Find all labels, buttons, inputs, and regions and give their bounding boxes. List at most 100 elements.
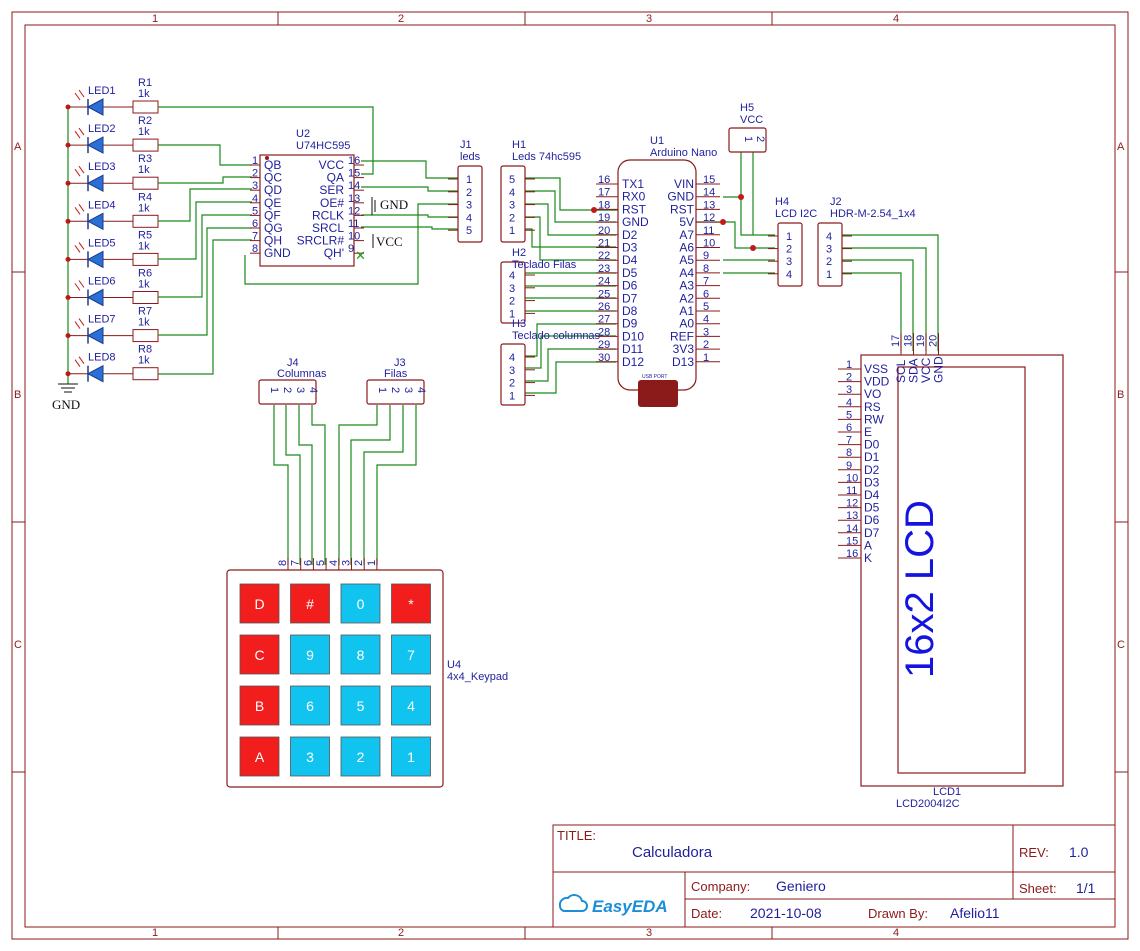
u2-pin-number: 13 — [348, 193, 360, 205]
resistor-value: 1k — [138, 202, 150, 214]
keypad-key[interactable]: 1 — [391, 736, 431, 777]
resistor-icon — [132, 367, 159, 381]
keypad-key[interactable]: 4 — [391, 685, 431, 726]
header-pin-number: 4 — [509, 270, 515, 282]
keypad-key[interactable]: 0 — [340, 583, 381, 624]
header-pin-number: 4 — [826, 231, 832, 243]
keypad-key[interactable]: 6 — [290, 685, 330, 726]
h5-name: VCC — [740, 114, 763, 126]
keypad-key[interactable]: C — [239, 634, 280, 675]
h1-ref: H1 — [512, 139, 526, 151]
resistor-icon — [132, 329, 159, 343]
resistor-value: 1k — [138, 126, 150, 138]
u1-ref: U1 — [650, 135, 664, 147]
j1-ref: J1 — [460, 139, 472, 151]
keypad-pin-number: 5 — [315, 560, 327, 566]
title-label: TITLE: — [557, 828, 596, 843]
lcd-pin-number: 19 — [915, 335, 927, 347]
lcd-pin-name: A — [864, 538, 872, 552]
u2-pin-number: 6 — [252, 218, 258, 230]
h4-name: LCD I2C — [775, 208, 817, 220]
lcd-pin-name: K — [864, 551, 872, 565]
lcd-pin-name: D2 — [864, 463, 880, 477]
svg-text:EasyEDA: EasyEDA — [592, 897, 668, 916]
u1-pin-name: VIN — [674, 177, 694, 191]
lcd-pin-number: 20 — [928, 335, 940, 347]
keypad-key[interactable]: A — [239, 736, 280, 777]
led-ref: LED5 — [88, 237, 116, 249]
lcd-pin-number: 17 — [890, 335, 902, 347]
easyeda-logo: EasyEDA — [558, 894, 668, 916]
lcd-pin-name: SDA — [907, 358, 921, 383]
company-label: Company: — [691, 879, 750, 894]
keypad-key[interactable]: * — [391, 583, 431, 624]
keypad-key[interactable]: B — [239, 685, 280, 726]
keypad-key[interactable]: 8 — [340, 634, 381, 675]
u1-pin-name: D5 — [622, 266, 638, 280]
h5-ref: H5 — [740, 102, 754, 114]
header-pin-number: 2 — [509, 296, 515, 308]
junctions — [591, 194, 756, 251]
resistor-ref: R2 — [138, 115, 152, 127]
u2-pin-number: 9 — [348, 243, 354, 255]
u2-pin-number: 5 — [252, 205, 258, 217]
keypad-name: 4x4_Keypad — [447, 671, 508, 683]
lcd-pin-name: GND — [932, 356, 946, 383]
u1-pin-name: D2 — [622, 228, 638, 242]
keypad-key[interactable]: # — [290, 583, 330, 624]
u1-pin-number: 4 — [703, 314, 709, 326]
lcd-pin-name: E — [864, 425, 872, 439]
lcd-pin-name: D1 — [864, 450, 880, 464]
u2-pin-name: OE# — [320, 196, 344, 210]
lcd-pin-number: 7 — [846, 435, 852, 447]
resistor-icon — [132, 252, 159, 266]
keypad-key[interactable]: 2 — [340, 736, 381, 777]
lcd-pin-name: D0 — [864, 438, 880, 452]
header-pin-number: 2 — [826, 256, 832, 268]
u2-pin-number: 7 — [252, 231, 258, 243]
lcd-pin-number: 1 — [846, 359, 852, 371]
usb-port-label: USB PORT — [642, 374, 667, 380]
u2-pin-name: QB — [264, 158, 281, 172]
resistor-value: 1k — [138, 317, 150, 329]
keypad-key[interactable]: 3 — [290, 736, 330, 777]
j1-name: leds — [460, 151, 481, 163]
u1-pin-name: D10 — [622, 329, 644, 343]
h1-name: Leds 74hc595 — [512, 151, 581, 163]
resistor-ref: R5 — [138, 229, 152, 241]
drawn-value: Afelio11 — [950, 905, 1000, 921]
lcd-pin-name: D4 — [864, 488, 880, 502]
gnd-label: GND — [52, 397, 80, 412]
header-pin-number: 3 — [786, 256, 792, 268]
title-block: TITLE: Calculadora REV: 1.0 Company: Gen… — [552, 824, 1116, 928]
lcd-pin-name: VCC — [919, 357, 933, 383]
resistor-value: 1k — [138, 164, 150, 176]
col-label: 3 — [646, 13, 652, 25]
header-pin-number: 1 — [376, 387, 388, 393]
u1-pin-name: TX1 — [622, 177, 644, 191]
header-pin-number: 3 — [466, 200, 472, 212]
u2-pin-number: 16 — [348, 155, 360, 167]
u1-pin-number: 3 — [703, 326, 709, 338]
u2-pin-number: 2 — [252, 168, 258, 180]
u1-pin-number: 9 — [703, 250, 709, 262]
keypad-key-label: 2 — [357, 749, 365, 765]
header-pin-number: 2 — [786, 244, 792, 256]
header-pin-number: 2 — [754, 136, 766, 142]
keypad-key[interactable]: 9 — [290, 634, 330, 675]
u1-pin-number: 22 — [598, 250, 610, 262]
keypad-key[interactable]: D — [239, 583, 280, 624]
keypad-key[interactable]: 7 — [391, 634, 431, 675]
keypad-key[interactable]: 5 — [340, 685, 381, 726]
u1-pin-name: GND — [622, 215, 649, 229]
header-pin-number: 2 — [509, 212, 515, 224]
u1-pin-name: A5 — [679, 253, 694, 267]
u2-name: U74HC595 — [296, 140, 350, 152]
row-label: C — [14, 639, 22, 651]
